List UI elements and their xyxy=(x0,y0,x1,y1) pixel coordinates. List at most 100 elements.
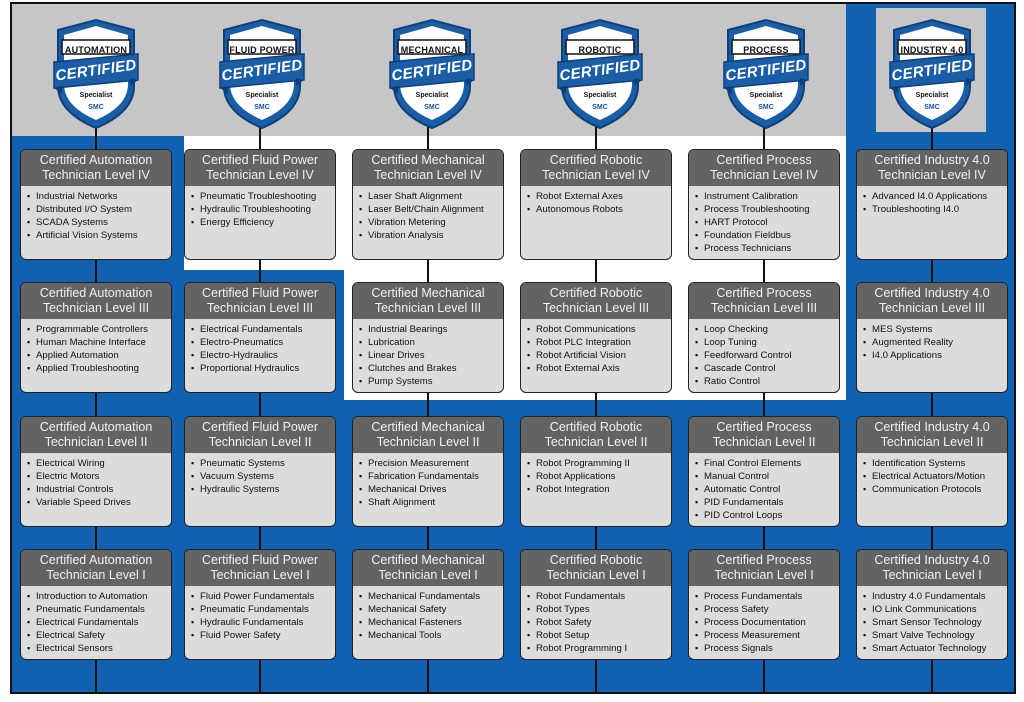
course-topic: MES Systems xyxy=(863,323,1003,336)
course-topic: Ratio Control xyxy=(695,375,835,388)
course-topic: Instrument Calibration xyxy=(695,190,835,203)
course-topic: Proportional Hydraulics xyxy=(191,362,331,375)
course-topic-list: Industrial BearingsLubricationLinear Dri… xyxy=(359,323,499,388)
course-topic: I4.0 Applications xyxy=(863,349,1003,362)
shield-icon xyxy=(723,18,809,130)
course-card-body: Robot External AxesAutonomous Robots xyxy=(521,186,671,220)
course-topic-list: Programmable ControllersHuman Machine In… xyxy=(27,323,167,375)
course-topic: Electro-Hydraulics xyxy=(191,349,331,362)
smc-logo: SMC xyxy=(254,104,270,111)
course-topic: Smart Sensor Technology xyxy=(863,616,1003,629)
course-topic: Electro-Pneumatics xyxy=(191,336,331,349)
course-card-body: Pneumatic TroubleshootingHydraulic Troub… xyxy=(185,186,335,233)
course-topic: Introduction to Automation xyxy=(27,590,167,603)
badge-discipline-label: ROBOTIC xyxy=(578,45,622,55)
shield-icon xyxy=(53,18,139,130)
course-topic-list: Robot FundamentalsRobot TypesRobot Safet… xyxy=(527,590,667,655)
course-topic: Electrical Safety xyxy=(27,629,167,642)
course-topic: Robot Types xyxy=(527,603,667,616)
course-card-body: Industrial BearingsLubricationLinear Dri… xyxy=(353,319,503,392)
course-topic-list: Instrument CalibrationProcess Troublesho… xyxy=(695,190,835,255)
course-topic: Loop Tuning xyxy=(695,336,835,349)
course-card-body: Instrument CalibrationProcess Troublesho… xyxy=(689,186,839,259)
course-card-body: Process FundamentalsProcess SafetyProces… xyxy=(689,586,839,659)
course-topic: Applied Troubleshooting xyxy=(27,362,167,375)
course-topic: Fluid Power Safety xyxy=(191,629,331,642)
column-connector-line xyxy=(259,124,261,692)
course-topic: Autonomous Robots xyxy=(527,203,667,216)
course-topic: Automatic Control xyxy=(695,483,835,496)
course-topic: Process Measurement xyxy=(695,629,835,642)
badge-discipline-label: PROCESS xyxy=(743,45,789,55)
course-topic: Variable Speed Drives xyxy=(27,496,167,509)
course-topic: Electrical Fundamentals xyxy=(27,616,167,629)
course-card-body: Pneumatic SystemsVacuum SystemsHydraulic… xyxy=(185,453,335,500)
course-topic: Mechanical Fasteners xyxy=(359,616,499,629)
course-topic: Shaft Alignment xyxy=(359,496,499,509)
course-topic: IO Link Communications xyxy=(863,603,1003,616)
course-topic: Robot Setup xyxy=(527,629,667,642)
badge-discipline-label: MECHANICAL xyxy=(400,45,464,55)
course-topic-list: Loop CheckingLoop TuningFeedforward Cont… xyxy=(695,323,835,388)
course-topic-list: Final Control ElementsManual ControlAuto… xyxy=(695,457,835,522)
course-topic: Loop Checking xyxy=(695,323,835,336)
course-topic: Robot Artificial Vision xyxy=(527,349,667,362)
course-topic-list: Electrical FundamentalsElectro-Pneumatic… xyxy=(191,323,331,375)
shield-icon xyxy=(219,18,305,130)
course-topic-list: Robot CommunicationsRobot PLC Integratio… xyxy=(527,323,667,375)
course-card-body: Identification SystemsElectrical Actuato… xyxy=(857,453,1007,500)
course-topic: Manual Control xyxy=(695,470,835,483)
course-topic: Lubrication xyxy=(359,336,499,349)
course-topic: Vacuum Systems xyxy=(191,470,331,483)
course-topic: Electrical Wiring xyxy=(27,457,167,470)
course-topic-list: Robot External AxesAutonomous Robots xyxy=(527,190,667,216)
course-topic: Foundation Fieldbus xyxy=(695,229,835,242)
course-topic: Industrial Networks xyxy=(27,190,167,203)
column-connector-line xyxy=(427,124,429,692)
course-topic: Vibration Analysis xyxy=(359,229,499,242)
course-topic: Feedforward Control xyxy=(695,349,835,362)
course-card-body: Programmable ControllersHuman Machine In… xyxy=(21,319,171,379)
badge-specialist-label: Specialist xyxy=(583,92,617,99)
course-topic: Robot External Axis xyxy=(527,362,667,375)
course-topic: Hydraulic Fundamentals xyxy=(191,616,331,629)
course-topic: Mechanical Safety xyxy=(359,603,499,616)
column-connector-line xyxy=(931,124,933,692)
course-card-body: Electrical FundamentalsElectro-Pneumatic… xyxy=(185,319,335,379)
course-topic: Hydraulic Troubleshooting xyxy=(191,203,331,216)
course-topic: Linear Drives xyxy=(359,349,499,362)
course-topic: Hydraulic Systems xyxy=(191,483,331,496)
course-topic-list: Precision MeasurementFabrication Fundame… xyxy=(359,457,499,509)
course-card-body: Introduction to AutomationPneumatic Fund… xyxy=(21,586,171,659)
column-connector-line xyxy=(595,124,597,692)
course-topic: Electric Motors xyxy=(27,470,167,483)
course-topic: Augmented Reality xyxy=(863,336,1003,349)
course-topic-list: Pneumatic SystemsVacuum SystemsHydraulic… xyxy=(191,457,331,496)
course-topic: Industrial Controls xyxy=(27,483,167,496)
course-topic-list: Fluid Power FundamentalsPneumatic Fundam… xyxy=(191,590,331,642)
smc-logo: SMC xyxy=(924,104,940,111)
course-topic: Process Troubleshooting xyxy=(695,203,835,216)
course-card-body: Advanced I4.0 ApplicationsTroubleshootin… xyxy=(857,186,1007,220)
course-card-body: Final Control ElementsManual ControlAuto… xyxy=(689,453,839,526)
shield-icon xyxy=(889,18,975,130)
